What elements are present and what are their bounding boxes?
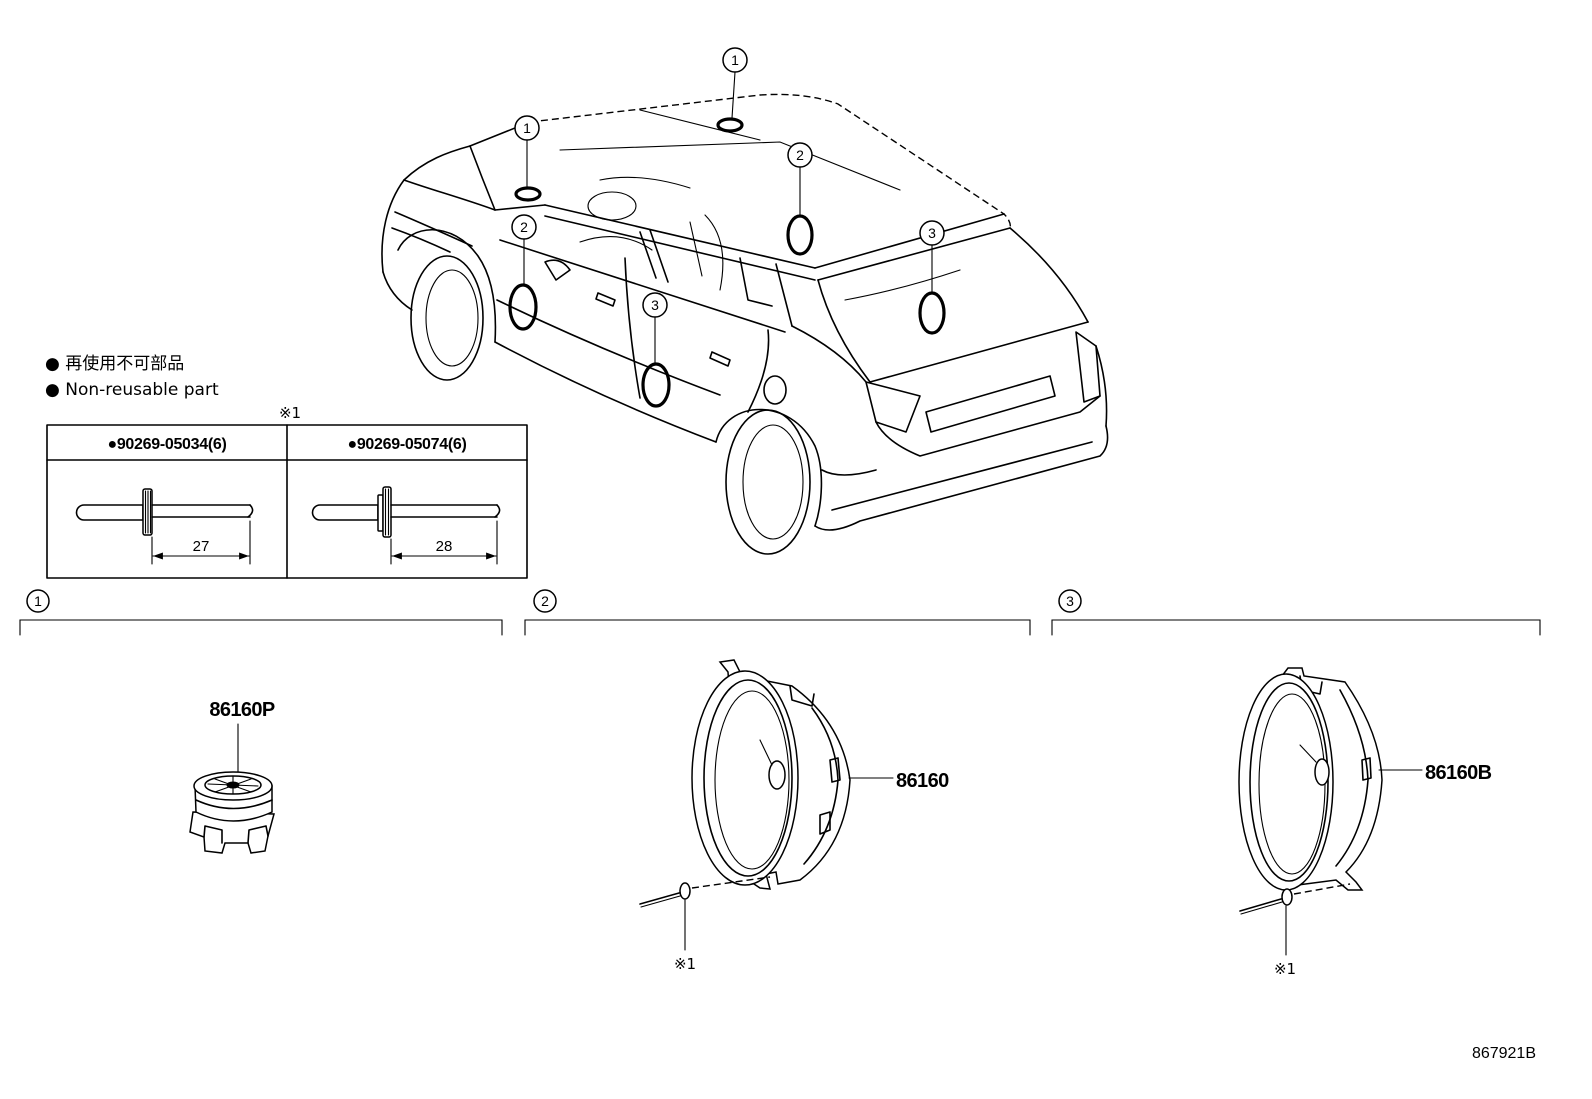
callout-number: 1 (731, 52, 739, 68)
legend: ● 再使用不可部品 ● Non-reusable part (45, 353, 219, 400)
section-3-header: 3 (1051, 589, 1541, 636)
speaker-location-markers: 1 1 2 2 3 3 (508, 47, 946, 408)
callout-2-far: 2 (787, 142, 813, 168)
part-label-86160P: 86160P (209, 699, 275, 721)
callout-number: 3 (651, 297, 659, 313)
callout-number: 1 (523, 120, 531, 136)
table-note-mark: ※1 (279, 404, 301, 422)
table-part-number-2: ●90269-05074(6) (347, 436, 466, 453)
rivet-length-1: 27 (193, 538, 210, 555)
rivet-drawing-1: 27 (75, 488, 254, 565)
callout-1-front: 1 (514, 115, 540, 141)
marker-front-tweeter (514, 186, 542, 202)
marker-rear-tweeter (716, 117, 744, 133)
marker-front-door-far (786, 214, 814, 256)
rivet-note-mark: ※1 (1274, 960, 1296, 978)
part-label-86160B: 86160B (1425, 762, 1492, 784)
section-number: 1 (34, 593, 42, 609)
callout-1-rear: 1 (722, 47, 748, 73)
rivet-note-mark: ※1 (674, 955, 696, 973)
callout-number: 3 (928, 225, 936, 241)
rivet-section-3: ※1 (1239, 883, 1351, 978)
section-2-header: 2 (524, 589, 1031, 636)
drawing-number: 867921B (1472, 1045, 1536, 1062)
callout-3-far: 3 (919, 220, 945, 246)
rivet-table: ※1 ●90269-05034(6) ●90269-05074(6) 27 (46, 404, 528, 579)
section-number: 3 (1066, 593, 1074, 609)
marker-rear-door-far (918, 291, 946, 335)
section-1-header: 1 (19, 589, 503, 636)
speaker-86160B-assembly: 86160B (1238, 667, 1492, 891)
table-part-number-1: ●90269-05034(6) (107, 436, 226, 453)
callout-2-near: 2 (511, 214, 537, 240)
legend-non-reusable-ja: ● 再使用不可部品 (45, 353, 184, 374)
speaker-86160-assembly: 86160 (691, 659, 950, 890)
car-illustration (381, 93, 1109, 555)
rivet-length-2: 28 (436, 538, 453, 555)
tweeter-assembly: 86160P (189, 699, 276, 854)
rivet-section-2: ※1 (639, 876, 771, 973)
legend-non-reusable-en: ● Non-reusable part (45, 380, 219, 400)
callout-number: 2 (796, 147, 804, 163)
callout-3-near: 3 (642, 292, 668, 318)
callout-number: 2 (520, 219, 528, 235)
marker-rear-door-near (641, 362, 671, 408)
marker-front-door-near (508, 283, 538, 331)
rivet-drawing-2: 28 (311, 486, 501, 565)
part-label-86160: 86160 (896, 770, 949, 792)
section-number: 2 (541, 593, 549, 609)
